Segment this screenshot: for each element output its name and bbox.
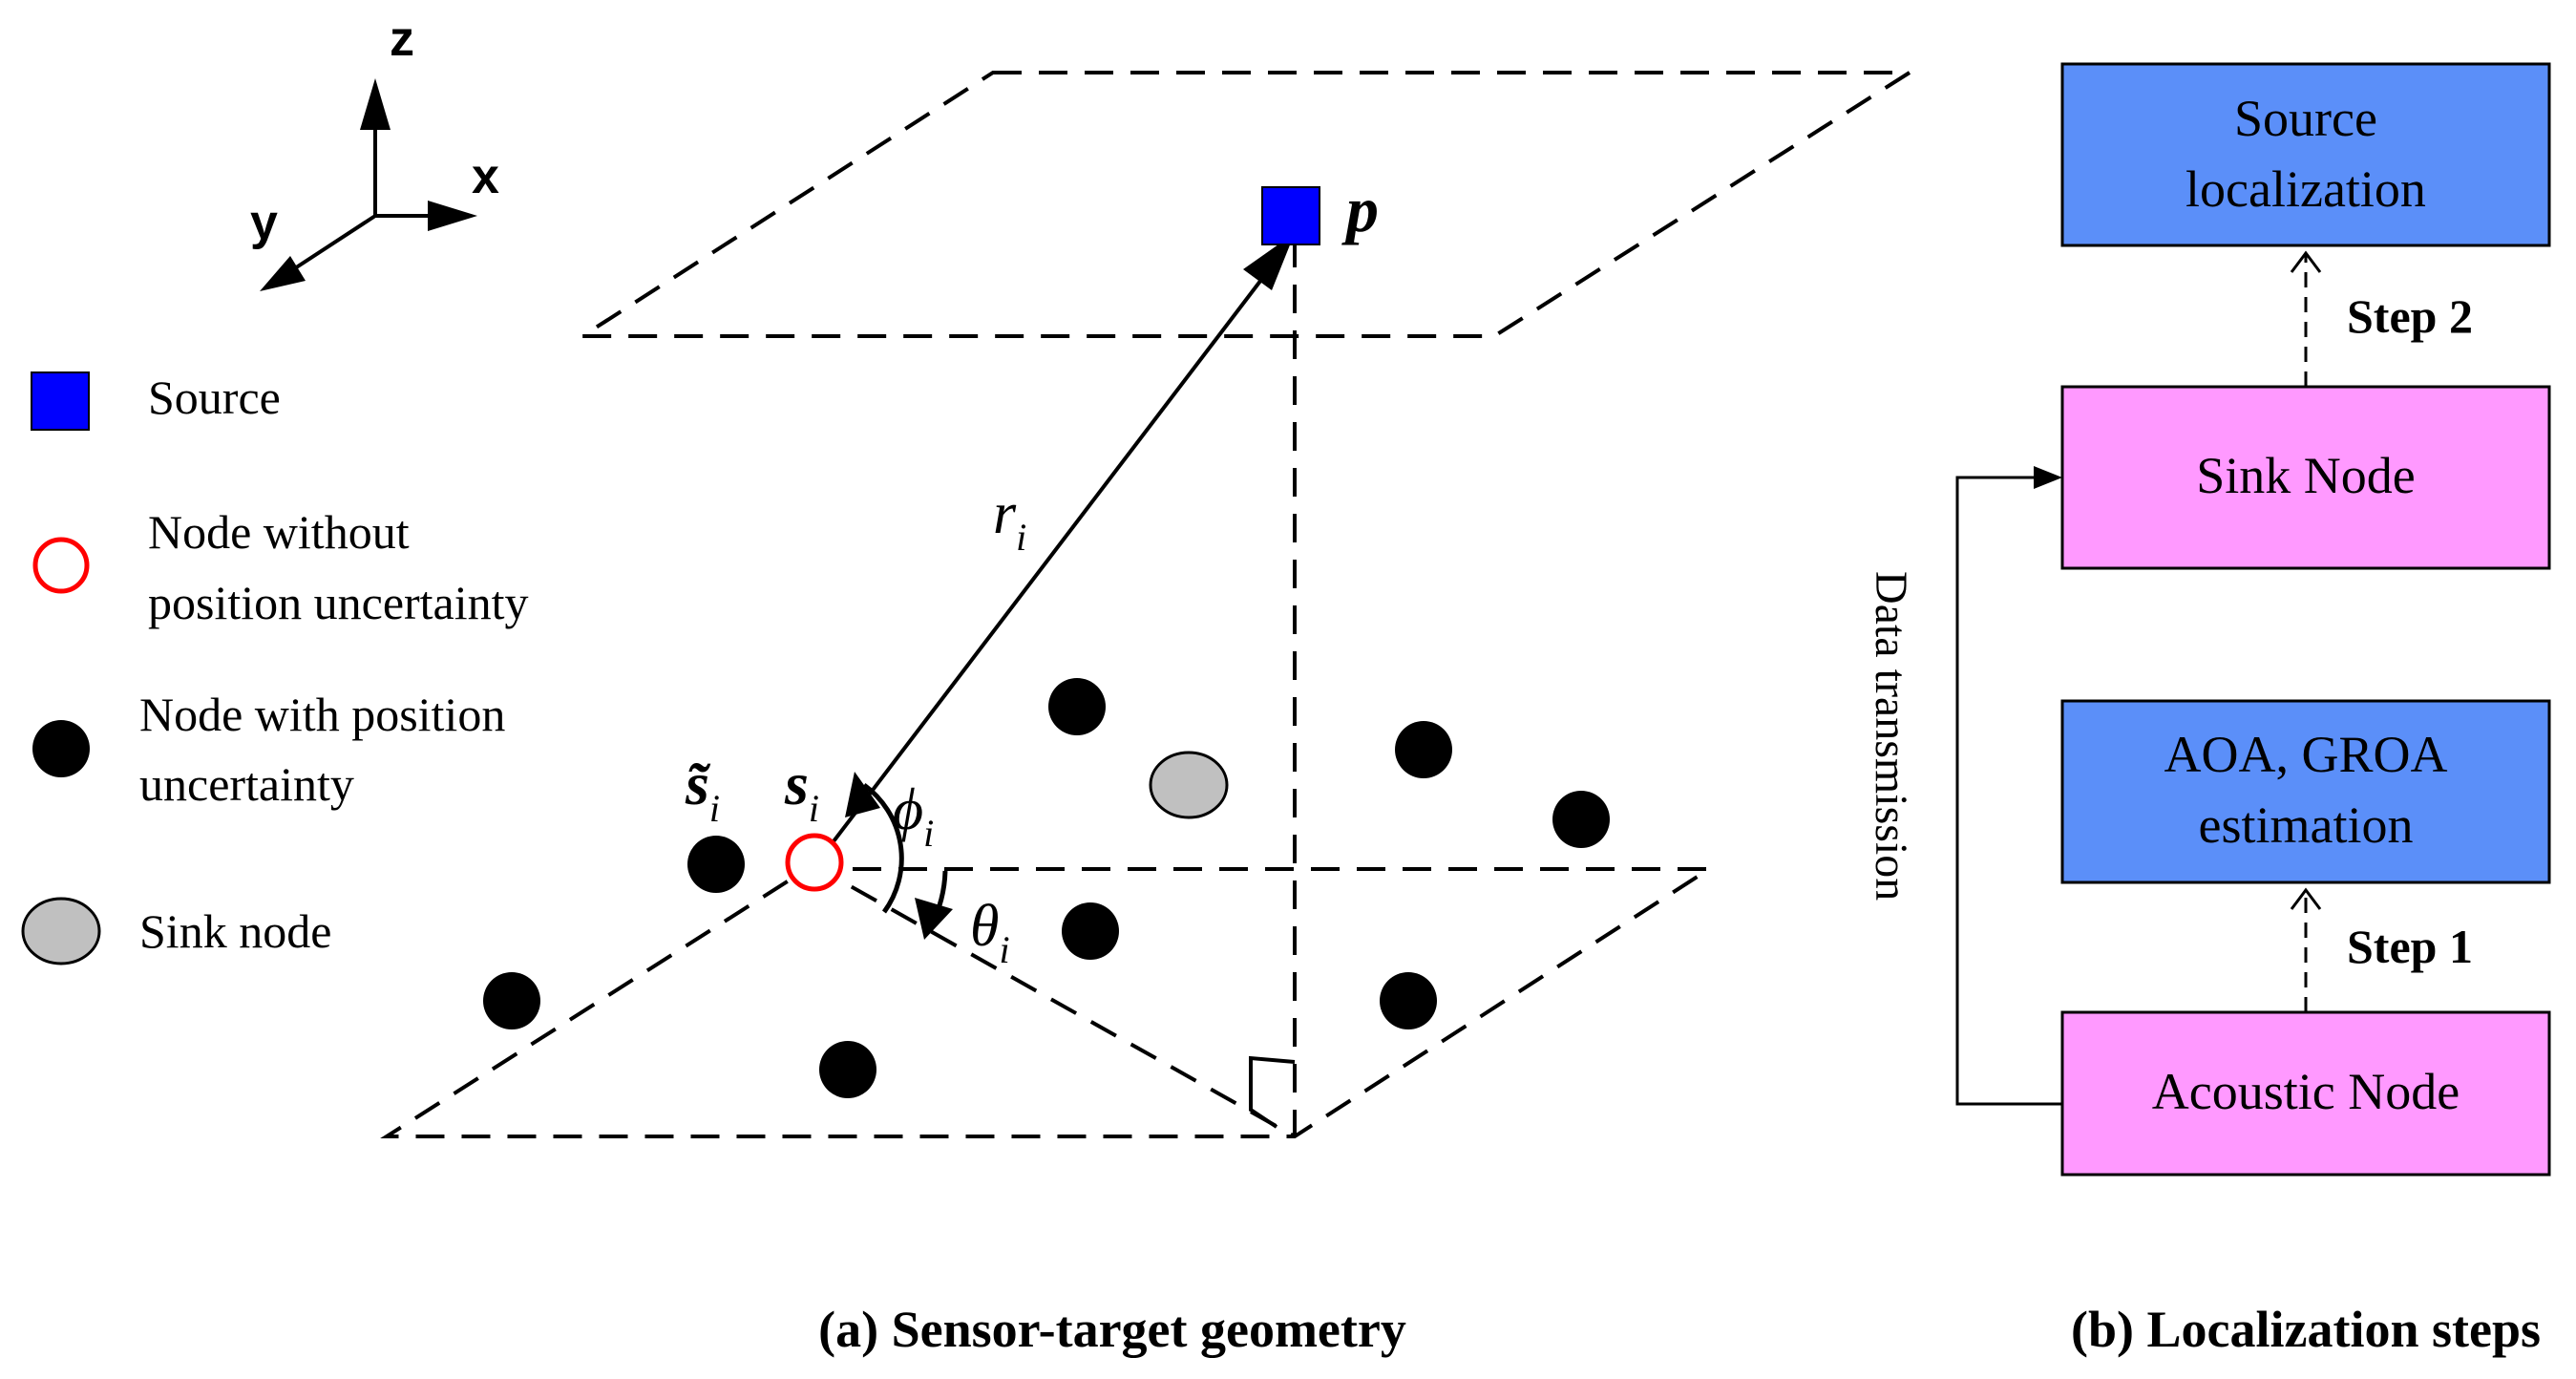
legend-source-marker (31, 371, 90, 431)
node-label-s-tilde: s̃i (685, 750, 720, 830)
theta-label: θi (970, 894, 1010, 971)
range-vector (829, 254, 1281, 847)
phi-label: ϕi (893, 777, 934, 855)
acoustic-node-box (2060, 1010, 2551, 1177)
source-localization-box (2060, 62, 2551, 247)
legend-node-without-label-2: position uncertainty (148, 576, 529, 629)
node-label-s: si (784, 750, 819, 830)
right-angle-marker (1249, 1055, 1296, 1129)
uncertain-node (819, 1041, 876, 1098)
caption-b: (b) Localization steps (2071, 1301, 2541, 1358)
sink-node-box-label: Sink Node (2196, 447, 2416, 504)
coordinate-axes: z x y (250, 11, 499, 291)
sink-node (1149, 751, 1229, 819)
uncertain-node (1552, 791, 1610, 848)
source-marker (1261, 186, 1320, 245)
localization-steps: Source localization Sink Node AOA, GROA … (1866, 62, 2551, 1177)
legend-node-without-marker (32, 537, 90, 594)
source-localization-label-2: localization (2185, 160, 2426, 218)
legend: Source Node without position uncertainty… (21, 371, 529, 965)
ground-line (811, 862, 1296, 1138)
caption-a: (a) Sensor-target geometry (818, 1301, 1406, 1358)
source-label-p: p (1341, 173, 1379, 245)
uncertain-node (1395, 721, 1452, 778)
range-label: ri (993, 481, 1026, 559)
step1-label: Step 1 (2347, 920, 2473, 973)
z-axis-label: z (390, 11, 414, 67)
y-axis-label: y (250, 195, 278, 250)
x-axis-label: x (472, 149, 499, 204)
legend-sink-marker (21, 897, 101, 965)
legend-node-with-label-1: Node with position (139, 688, 505, 741)
uncertain-node (1062, 902, 1119, 960)
acoustic-node-box-label: Acoustic Node (2152, 1063, 2460, 1120)
legend-node-with-label-2: uncertainty (139, 757, 354, 811)
data-transmission-path (1955, 476, 2062, 1106)
aoa-estimation-box (2060, 699, 2551, 884)
uncertain-node (1048, 678, 1106, 735)
data-transmission-label: Data transmission (1866, 571, 1916, 901)
legend-source-label: Source (148, 371, 281, 424)
legend-sink-label: Sink node (139, 904, 331, 958)
uncertain-node (483, 972, 540, 1029)
sensor-geometry: p ri ϕi θi si s̃i (380, 71, 1916, 1138)
source-localization-label-1: Source (2234, 90, 2377, 147)
node-without-uncertainty (785, 833, 844, 892)
bottom-plane (380, 867, 1716, 1138)
aoa-estimation-label-2: estimation (2199, 796, 2414, 854)
uncertain-node (687, 836, 745, 893)
step2-label: Step 2 (2347, 289, 2473, 343)
legend-node-with-marker (32, 720, 90, 777)
uncertain-node (1380, 972, 1437, 1029)
top-plane (576, 71, 1916, 338)
aoa-estimation-label-1: AOA, GROA (2164, 726, 2448, 783)
legend-node-without-label-1: Node without (148, 505, 410, 559)
elevation-angle-arc (862, 782, 904, 914)
